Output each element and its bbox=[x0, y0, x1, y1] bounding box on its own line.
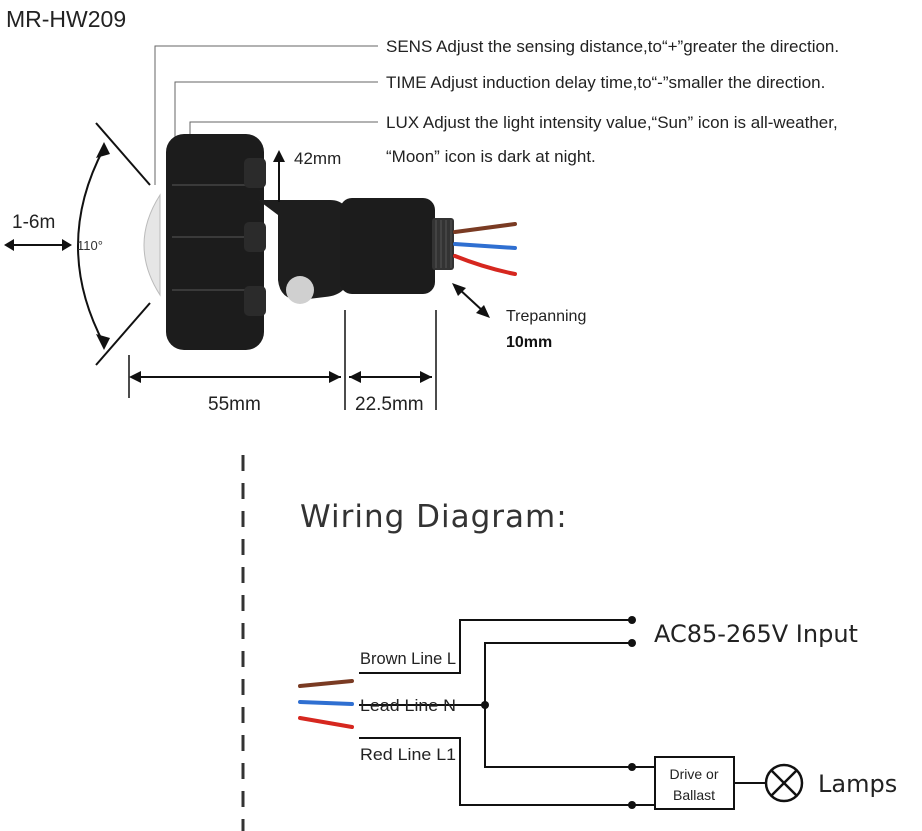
wire-labels: Brown Line L Lead Line N Red Line L1 bbox=[360, 649, 456, 764]
input-label: AC85-265V Input bbox=[654, 620, 858, 648]
lamps-label: Lamps bbox=[818, 770, 897, 798]
lead-line-label: Lead Line N bbox=[360, 696, 456, 715]
brown-line-label: Brown Line L bbox=[360, 649, 456, 668]
neck-label: 22.5mm bbox=[355, 394, 424, 415]
lux-leader bbox=[189, 121, 378, 135]
lux-note-1: LUX Adjust the light intensity value,“Su… bbox=[386, 113, 838, 132]
angle-ray-top bbox=[95, 122, 151, 186]
length-label: 55mm bbox=[208, 394, 261, 415]
product-wires bbox=[453, 222, 517, 276]
wiring-title: Wiring Diagram: bbox=[300, 499, 568, 535]
red-line-path bbox=[359, 737, 630, 806]
stub-brown bbox=[298, 679, 354, 688]
driver-label: Drive or bbox=[669, 766, 718, 782]
height-arrowhead bbox=[273, 150, 285, 162]
input-terminal-l bbox=[628, 616, 636, 624]
sens-note: SENS Adjust the sensing distance,to“+”gr… bbox=[386, 37, 839, 56]
thread-lines bbox=[435, 220, 452, 268]
pir-lens bbox=[143, 193, 161, 297]
angle-arc bbox=[77, 147, 105, 345]
input-terminal-n bbox=[628, 639, 636, 647]
time-note: TIME Adjust induction delay time,to“-”sm… bbox=[386, 73, 825, 92]
arc-arrowhead-top bbox=[96, 142, 110, 158]
arc-arrowhead-bottom bbox=[96, 334, 110, 350]
trepanning-label: Trepanning bbox=[506, 308, 586, 325]
lux-knob bbox=[244, 286, 266, 316]
product-wire-brown bbox=[453, 222, 517, 234]
mount-tube bbox=[340, 198, 435, 294]
product-wire-blue bbox=[453, 242, 517, 250]
wiring-wire-stubs bbox=[298, 679, 354, 729]
terminal-dots bbox=[481, 616, 636, 809]
sens-knob bbox=[244, 158, 266, 188]
driver-terminal-n bbox=[628, 763, 636, 771]
trepanning-dimension: Trepanning 10mm bbox=[452, 283, 586, 351]
time-knob bbox=[244, 222, 266, 252]
neutral-to-driver bbox=[484, 705, 630, 768]
range-arrowhead-right bbox=[62, 239, 72, 251]
stub-red bbox=[298, 716, 354, 729]
range-arrowhead-left bbox=[4, 239, 14, 251]
mount-arm bbox=[258, 200, 350, 300]
detection-angle: 110° 1-6m bbox=[4, 122, 151, 366]
neutral-junction bbox=[481, 701, 489, 709]
trepanning-value: 10mm bbox=[506, 334, 552, 351]
adjustment-notes: SENS Adjust the sensing distance,to“+”gr… bbox=[386, 37, 839, 166]
length-dimensions: 55mm 22.5mm bbox=[128, 310, 437, 415]
ballast-label: Ballast bbox=[673, 787, 715, 803]
range-label: 1-6m bbox=[12, 212, 55, 233]
product-wire-red bbox=[453, 254, 517, 276]
sensor-housing bbox=[166, 134, 264, 350]
red-line-label: Red Line L1 bbox=[360, 745, 456, 764]
height-label: 42mm bbox=[294, 149, 341, 168]
stub-blue bbox=[298, 700, 354, 706]
neutral-to-input bbox=[484, 642, 630, 705]
sensor-body bbox=[143, 134, 454, 350]
mount-joint bbox=[286, 276, 314, 304]
height-dimension: 42mm bbox=[273, 149, 341, 202]
sens-leader bbox=[154, 45, 378, 185]
angle-ray-bottom bbox=[95, 302, 151, 366]
angle-label: 110° bbox=[77, 238, 103, 253]
driver-terminal-l1 bbox=[628, 801, 636, 809]
brown-line-path bbox=[359, 619, 630, 674]
model-title: MR-HW209 bbox=[6, 6, 126, 32]
lux-note-2: “Moon” icon is dark at night. bbox=[386, 147, 596, 166]
driver-ballast-box bbox=[654, 756, 735, 810]
lamp-symbol bbox=[764, 763, 804, 803]
thread-nut bbox=[432, 218, 454, 270]
